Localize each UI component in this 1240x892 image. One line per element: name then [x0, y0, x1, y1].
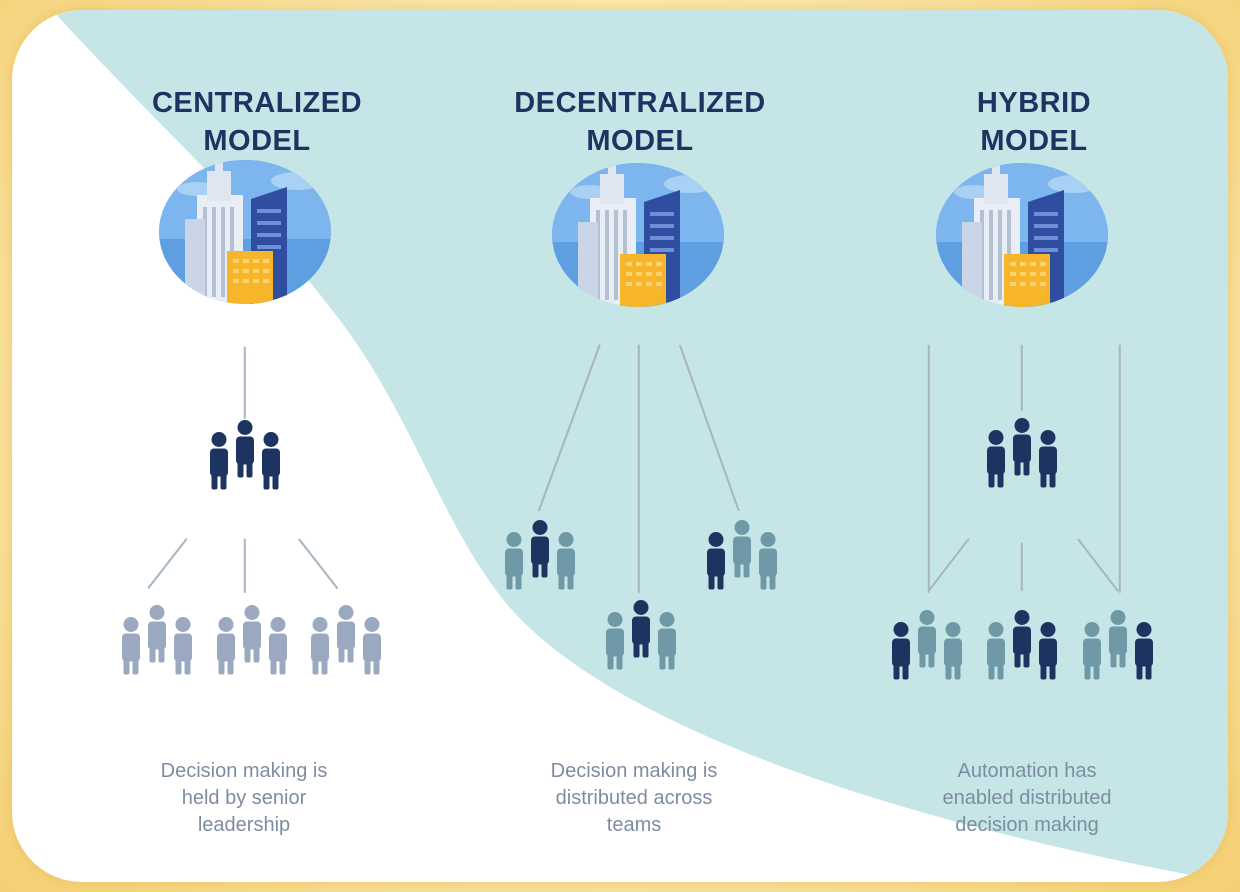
connector-line: [244, 346, 246, 419]
people-group-icon: [1070, 610, 1166, 695]
connector-line: [244, 538, 246, 593]
connector-line: [1119, 344, 1121, 593]
people-group-icon: [204, 605, 300, 690]
people-group-icon: [879, 610, 975, 695]
connector-line: [638, 344, 640, 593]
people-group-icon: [197, 420, 293, 505]
hybrid-building-icon: [934, 162, 1110, 313]
connector-line: [1021, 344, 1023, 411]
people-group-icon: [694, 520, 790, 605]
people-group-icon: [298, 605, 394, 690]
connector-line: [1021, 542, 1023, 591]
connector-line: [928, 344, 930, 593]
decentralized-building-icon: [550, 162, 726, 313]
people-group-icon: [974, 418, 1070, 503]
people-group-icon: [974, 610, 1070, 695]
centralized-building-icon: [157, 159, 333, 310]
people-group-icon: [492, 520, 588, 605]
people-group-icon: [109, 605, 205, 690]
people-group-icon: [593, 600, 689, 685]
